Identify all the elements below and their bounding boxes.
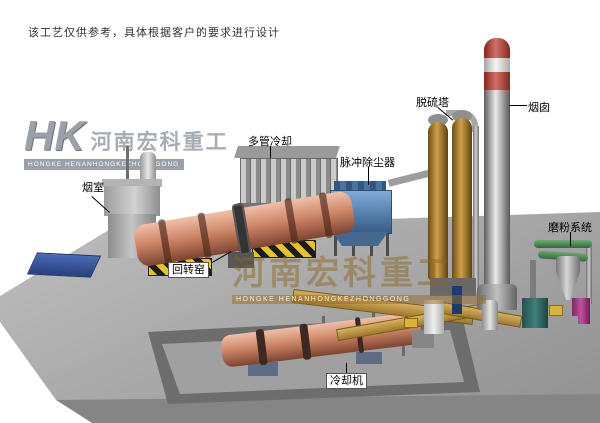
chimney-white-band (484, 58, 510, 72)
label-smoke-chamber: 烟室 (82, 182, 104, 194)
cooler-tyre (255, 328, 268, 366)
dust-collector-leg (334, 232, 337, 256)
label-pulse-dust-collector: 脉冲除尘器 (340, 157, 395, 169)
grinding-frame (530, 260, 536, 308)
kiln-drive-unit (228, 252, 254, 268)
discharge-chute (424, 300, 444, 334)
label-chimney: 烟囱 (528, 102, 550, 114)
grinding-yellow-unit (549, 305, 563, 316)
cooler-tyre (299, 323, 312, 361)
label-multi-tube-cooler: 多管冷却 (248, 136, 292, 148)
grinding-downpipe (586, 246, 592, 304)
logo-company-name-en: HONGKE HENANHONGKEZHONGGONG (24, 159, 184, 170)
leader-pulse-dust-collector (368, 167, 369, 185)
leader-cooler (346, 363, 347, 373)
company-logo: HK 河南宏科重工 HONGKE HENANHONGKEZHONGGONG (24, 112, 229, 170)
chimney-red-band (484, 38, 510, 58)
kiln-tyre (284, 198, 299, 244)
dust-collector-pulse-valves (334, 181, 386, 190)
leader-chimney (509, 105, 527, 106)
cooler-support (248, 362, 278, 376)
label-rotary-kiln: 回转窑 (168, 262, 209, 278)
logo-monogram: HK (24, 112, 85, 159)
label-grinding-system: 磨粉系统 (548, 222, 592, 234)
leader-multi-tube-cooler (270, 146, 271, 158)
kiln-girth-gear (231, 202, 252, 256)
smoke-chamber-upper (104, 186, 160, 216)
chimney (484, 38, 510, 304)
tower-pipe (473, 126, 479, 292)
kiln-tyre (197, 212, 212, 259)
cyclone-body (556, 256, 580, 272)
logo-company-name: 河南宏科重工 (90, 131, 229, 154)
leader-grinding-system (570, 232, 571, 246)
cooler-drive-unit (412, 330, 434, 348)
chimney-shading (484, 38, 510, 304)
grinding-green-pipe (534, 240, 592, 248)
kiln-tyre (318, 192, 334, 239)
cooler-support (356, 352, 382, 364)
kiln-tyre (158, 219, 173, 266)
chute-yellow-box (404, 318, 418, 328)
blue-pallet (26, 252, 102, 278)
small-silo (482, 300, 498, 330)
desulfurization-tower-1 (428, 122, 448, 280)
disclaimer-text: 该工艺仅供参考，具体根据客户的要求进行设计 (28, 27, 280, 39)
grinding-mill (522, 298, 548, 328)
label-cooler: 冷却机 (326, 373, 367, 389)
label-desulfurization-tower: 脱硫塔 (416, 97, 449, 109)
desulfurization-tower-2 (452, 118, 472, 282)
smoke-chamber-mast (126, 146, 129, 180)
grinding-gray-box (560, 316, 578, 330)
smoke-chamber-cap (102, 179, 162, 187)
dust-collector-leg (386, 232, 389, 256)
dust-collector-hopper (332, 232, 388, 246)
chimney-red-band (484, 72, 510, 90)
tower-downpipe (452, 286, 462, 314)
